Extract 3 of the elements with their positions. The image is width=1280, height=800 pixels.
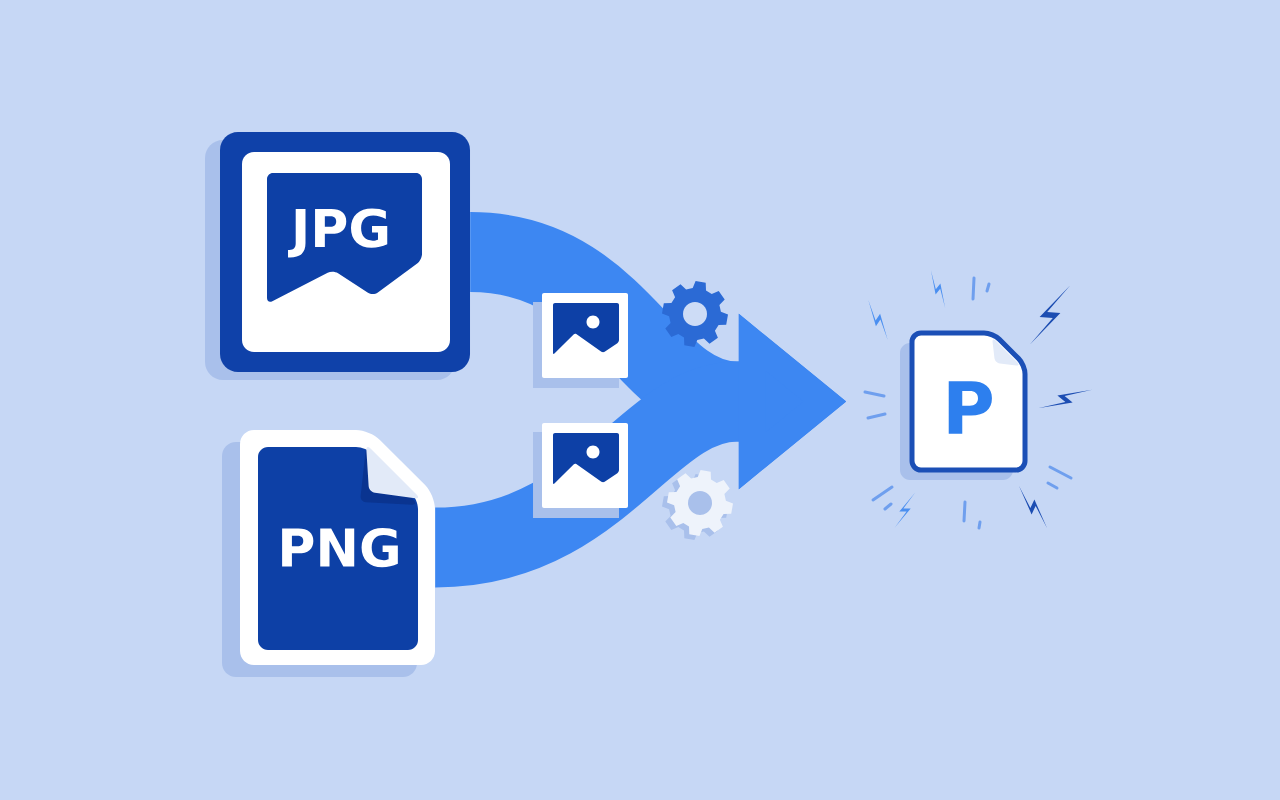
image-tile: JPG	[205, 132, 470, 380]
file-document: P	[900, 330, 1028, 480]
file-document: PNG	[222, 430, 435, 677]
